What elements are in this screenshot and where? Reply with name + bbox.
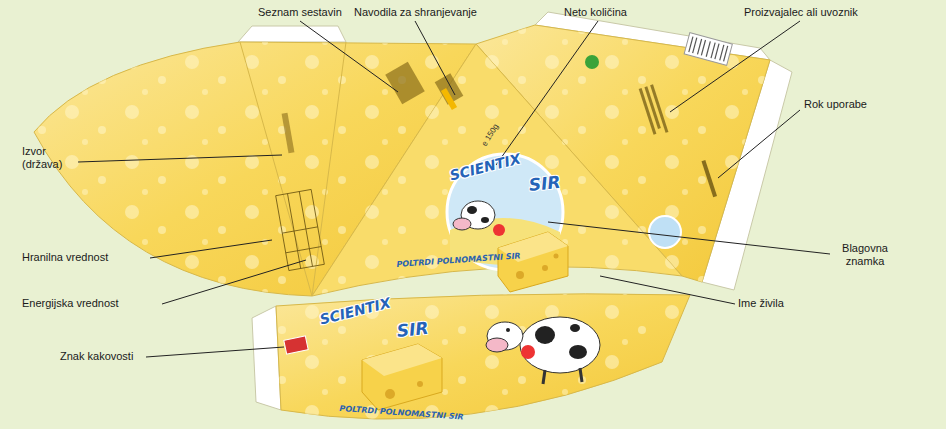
cheese-wedge <box>362 344 442 410</box>
bottom-panel <box>276 294 690 419</box>
callout-label: Seznam sestavin <box>258 6 342 19</box>
callout-label: Ime živila <box>738 297 784 310</box>
callout-label: Znak kakovosti <box>60 350 133 363</box>
recycle-mark <box>585 55 599 69</box>
callout-label: Navodila za shranjevanje <box>354 6 477 19</box>
expiry-date <box>701 160 717 197</box>
callout-label: Energijska vrednost <box>22 297 119 310</box>
quality-mark <box>284 336 308 354</box>
callout-label: Neto količina <box>564 6 627 19</box>
net-quantity: e 150g <box>478 121 502 149</box>
cow <box>453 201 505 236</box>
front-panel <box>312 44 682 296</box>
cow <box>486 317 600 384</box>
printed-text-block <box>282 62 464 153</box>
callout-label: Blagovna znamka <box>834 242 896 268</box>
callout-label: Rok uporabe <box>804 98 867 111</box>
brand-name: SIR <box>528 173 561 195</box>
brand-name: SCIENTIX <box>448 150 522 183</box>
callout-label: Izvor (država) <box>22 145 76 171</box>
producer-text <box>639 84 669 136</box>
nutrition-table <box>276 189 325 270</box>
callout-label: Proizvajalec ali uvoznik <box>744 6 858 19</box>
leader-line <box>78 21 830 357</box>
barcode <box>684 33 732 66</box>
brand-name: SCIENTIX <box>318 294 392 327</box>
logo-badge <box>649 216 681 248</box>
fold-line <box>240 42 312 296</box>
brand-name: SIR <box>396 319 429 341</box>
callout-label: Hranilna vrednost <box>22 251 108 264</box>
product-name: POLTRDI POLNOMASTNI SIR <box>396 249 521 271</box>
product-name: POLTRDI POLNOMASTNI SIR <box>339 402 464 424</box>
